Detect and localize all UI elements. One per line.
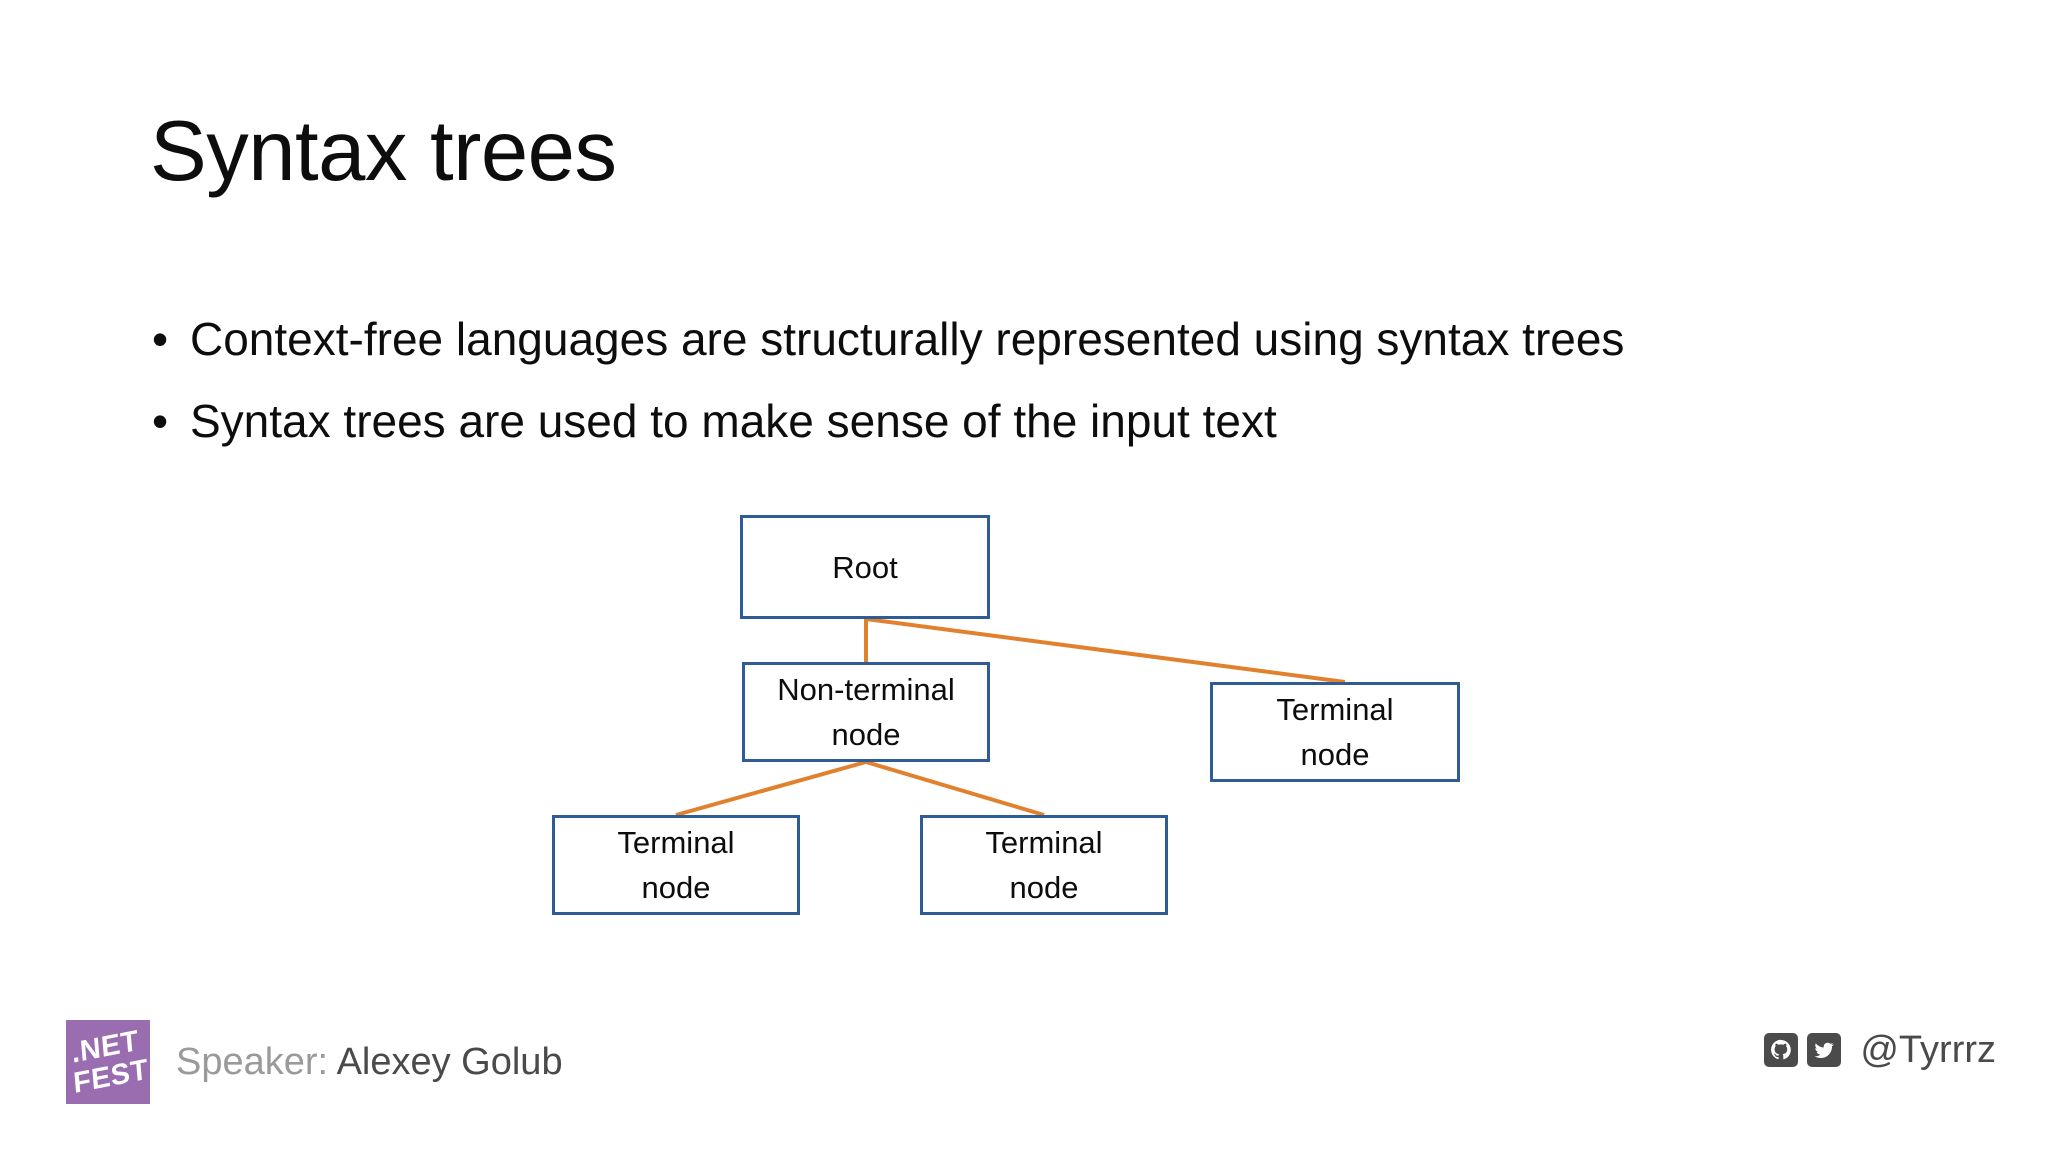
list-item: • Syntax trees are used to make sense of… xyxy=(152,390,1952,452)
tree-edge-nonterminal-terminal-left xyxy=(675,760,867,817)
tree-node-nonterminal[interactable]: Non-terminal node xyxy=(742,662,990,762)
bullet-list: • Context-free languages are structurall… xyxy=(152,308,1952,472)
bullet-text: Syntax trees are used to make sense of t… xyxy=(190,395,1277,447)
tree-node-terminal-right[interactable]: Terminal node xyxy=(1210,682,1460,782)
tree-node-label: Root xyxy=(832,549,898,585)
twitter-icon[interactable] xyxy=(1807,1033,1842,1067)
list-item: • Context-free languages are structurall… xyxy=(152,308,1952,370)
speaker-name: Alexey Golub xyxy=(336,1041,563,1083)
bullet-text: Context-free languages are structurally … xyxy=(190,313,1625,365)
tree-edge-nonterminal-terminal-mid xyxy=(865,760,1045,817)
github-icon[interactable] xyxy=(1764,1033,1799,1067)
bullet-marker-icon: • xyxy=(152,313,169,365)
tree-node-label: Non-terminal node xyxy=(777,672,955,752)
footer-right: @Tyrrrz xyxy=(1764,1028,1996,1072)
social-handle: @Tyrrrz xyxy=(1860,1029,1996,1071)
speaker-label: Speaker: xyxy=(176,1041,329,1083)
footer-left: .NET FEST Speaker: Alexey Golub xyxy=(66,1020,563,1104)
bullet-marker-icon: • xyxy=(152,395,169,447)
tree-node-terminal-middle[interactable]: Terminal node xyxy=(920,815,1168,915)
tree-node-terminal-left[interactable]: Terminal node xyxy=(552,815,800,915)
tree-node-root[interactable]: Root xyxy=(740,515,990,619)
dotnet-fest-logo-text: .NET FEST xyxy=(66,1022,150,1102)
speaker-credit: Speaker: Alexey Golub xyxy=(176,1040,563,1084)
tree-node-label: Terminal node xyxy=(985,825,1103,905)
tree-node-label: Terminal node xyxy=(617,825,735,905)
dotnet-fest-logo: .NET FEST xyxy=(66,1020,150,1104)
tree-node-label: Terminal node xyxy=(1276,692,1394,772)
page-title: Syntax trees xyxy=(150,104,617,199)
